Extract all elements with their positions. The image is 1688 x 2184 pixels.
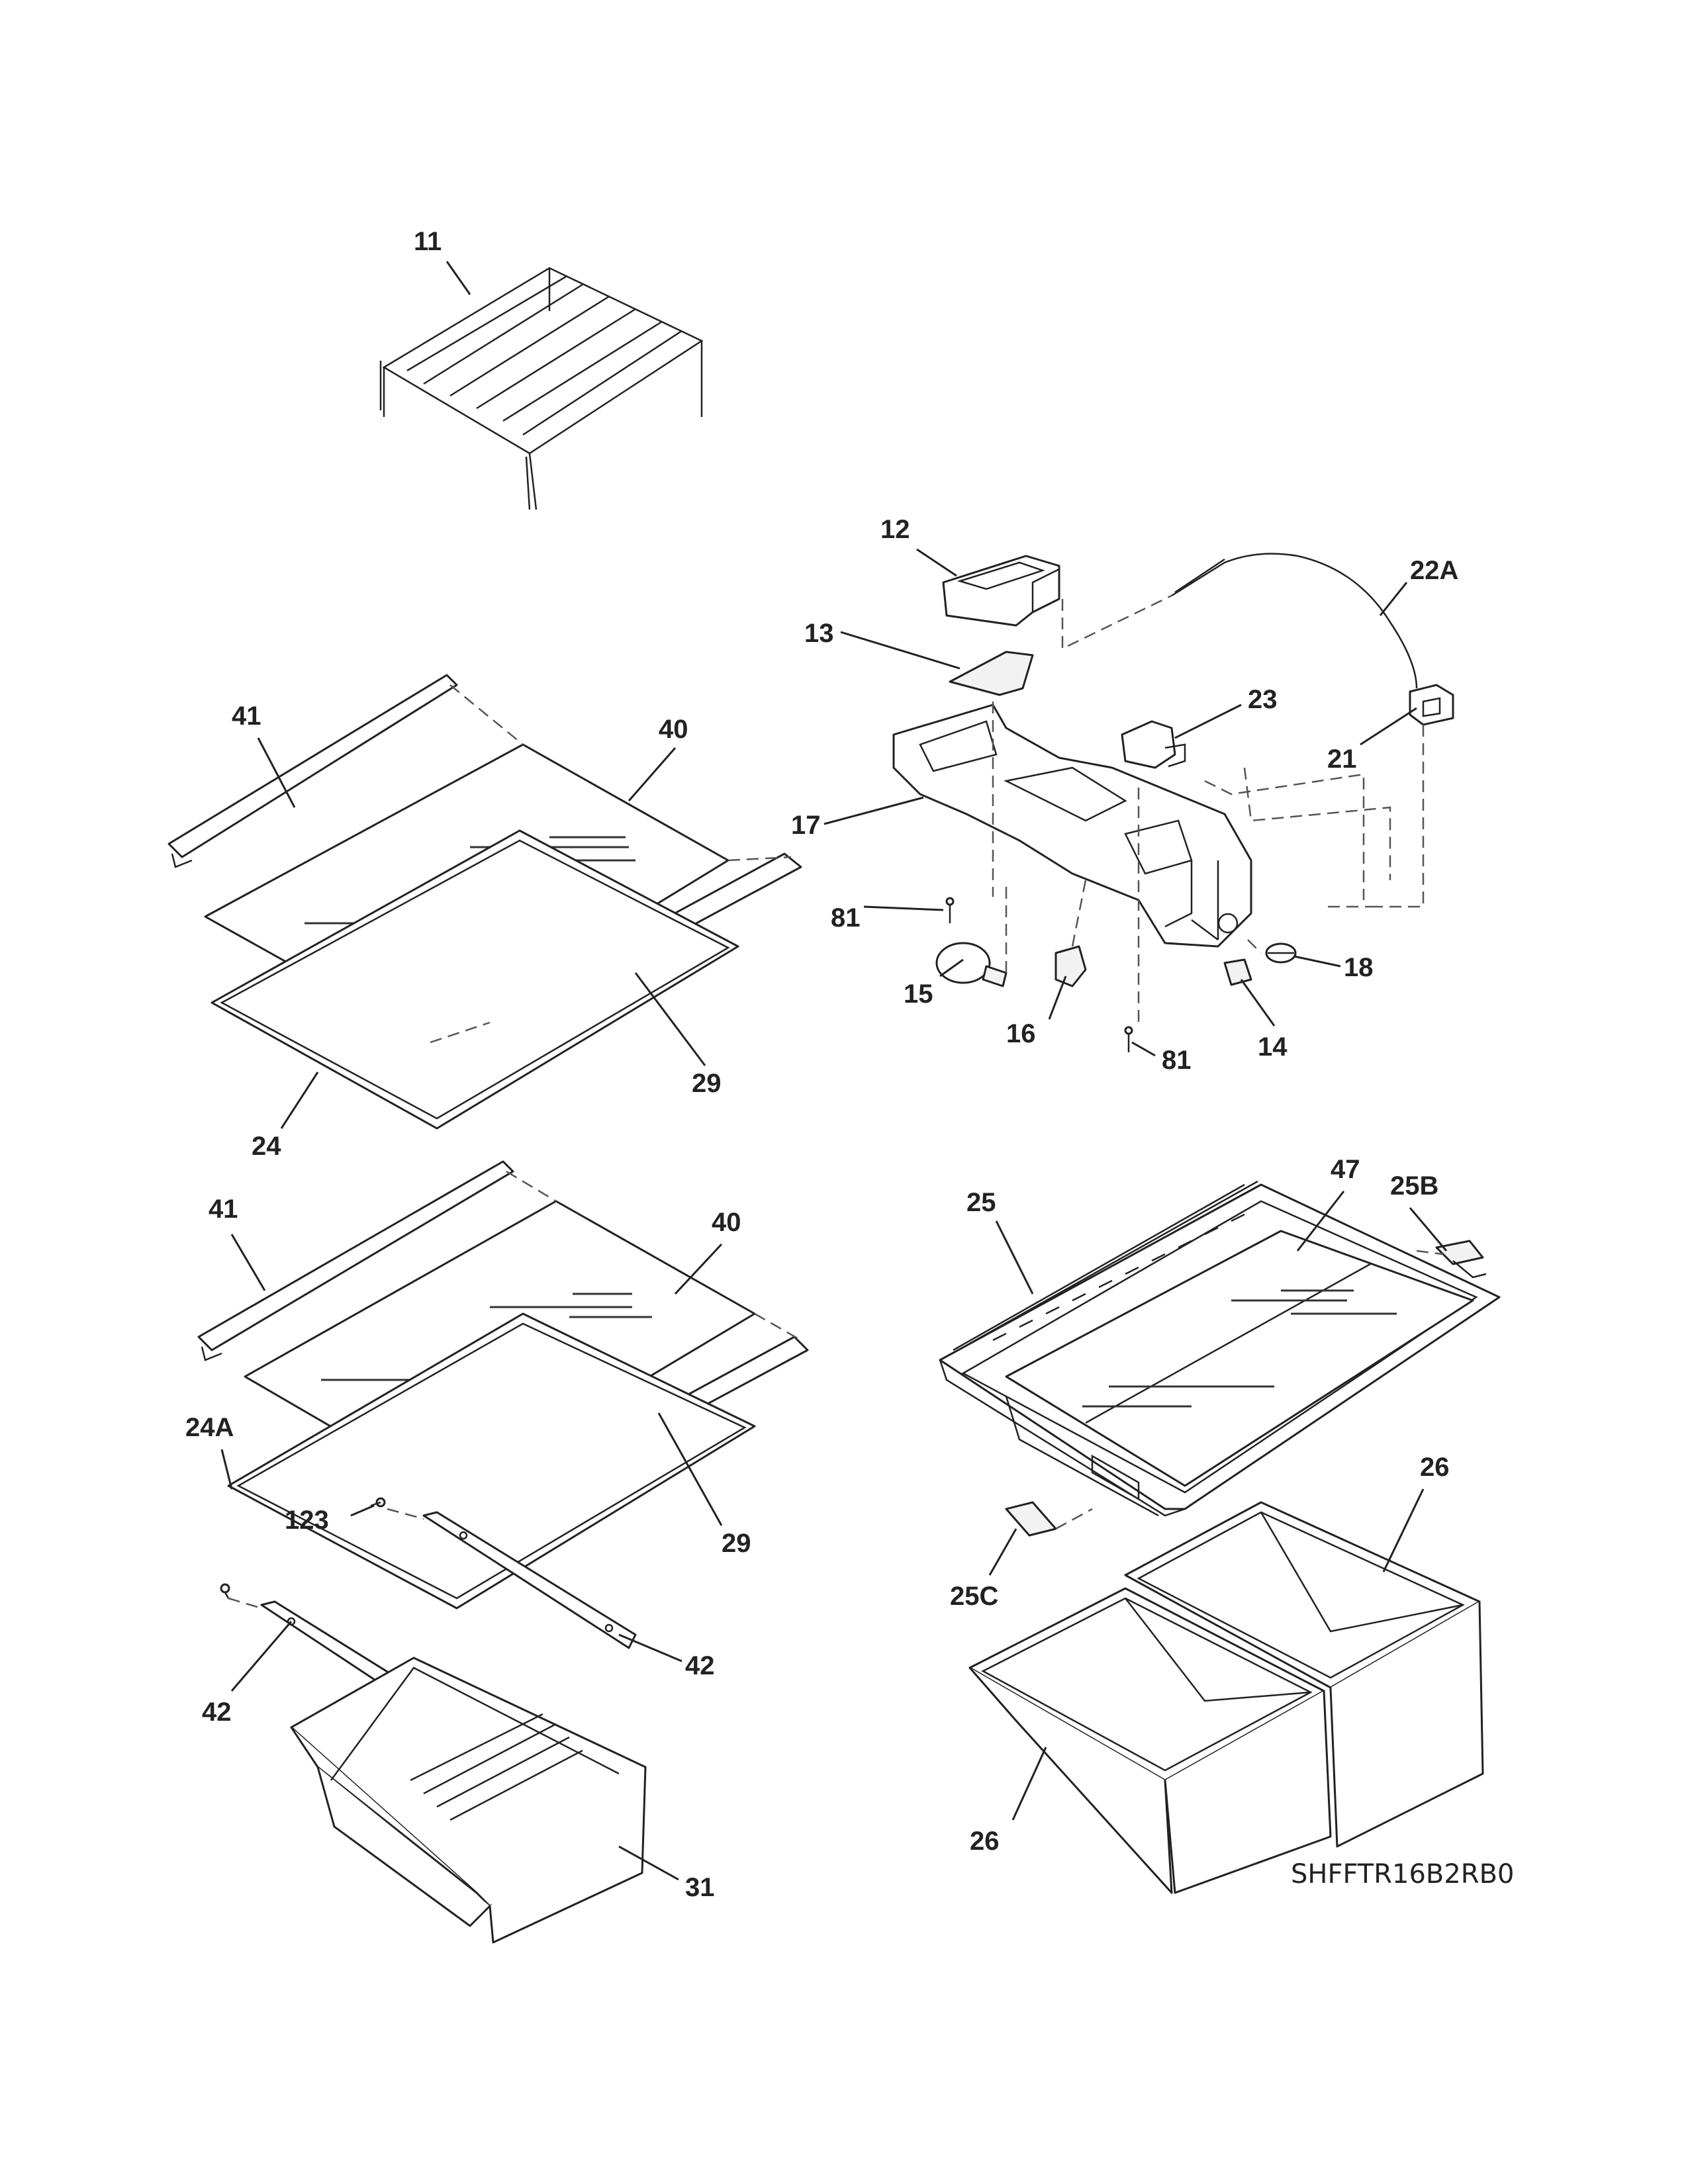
callout-41-upper: 41 [232,702,261,731]
callout-47: 47 [1331,1155,1360,1184]
assembly-guides-control [992,594,1425,1026]
callout-40-lower: 40 [712,1208,741,1237]
callout-25b: 25B [1390,1171,1438,1201]
part-screw-123-a [370,1497,386,1508]
assembly-guides-shelf-lower [228,1170,802,1610]
part-light-bulb [935,942,1008,987]
part-crisper-drawer-right-rear [1124,1501,1484,1848]
part-thermostat [1121,720,1186,769]
callout-123: 123 [285,1506,329,1535]
callout-29-lower: 29 [722,1529,751,1558]
callout-22a: 22A [1410,556,1458,585]
callout-11: 11 [414,227,442,256]
part-shelf-trim-front-lower [197,1160,514,1361]
part-cover-support-left [1005,1501,1057,1537]
part-control-housing [892,704,1252,948]
leader-lines [220,261,1448,1881]
callout-25: 25 [966,1188,996,1217]
callout-14: 14 [1258,1032,1288,1062]
callout-81-upper: 81 [831,903,861,933]
callout-13: 13 [804,619,834,648]
callout-17: 17 [791,811,821,840]
callout-26-rear: 26 [1420,1453,1450,1482]
part-shelf-frame-upper [211,829,739,1130]
callout-21: 21 [1327,745,1357,774]
part-cover-support-right [1435,1240,1487,1279]
diagram-id: SHFFTR16B2RB0 [1291,1859,1514,1889]
part-wire-harness [1171,553,1418,689]
callout-26-front: 26 [970,1827,1000,1856]
part-drawer-slide-right [422,1511,637,1649]
part-control-switch [1409,684,1454,726]
callout-15: 15 [904,979,933,1009]
part-lens [949,651,1034,696]
part-wire-rack [379,267,704,510]
assembly-guides-cover [1055,1250,1444,1530]
part-screw-upper [945,897,955,923]
callout-24a: 24A [185,1413,234,1442]
callout-81-lower: 81 [1162,1046,1192,1075]
callout-23: 23 [1248,685,1278,714]
callout-25c: 25C [950,1582,998,1611]
callout-24: 24 [252,1132,281,1161]
part-crisper-drawer-left [290,1657,647,1944]
part-screw-lower [1124,1026,1133,1052]
callout-18: 18 [1344,953,1374,982]
part-crisper-cover-glass [1005,1230,1474,1487]
part-crisper-drawer-right-front [968,1587,1332,1894]
callout-42-left: 42 [202,1698,232,1727]
part-shelf-trim-front-upper [167,674,458,868]
part-light-socket [1055,945,1087,987]
part-shelf-frame-lower [227,1312,756,1610]
callout-42-right: 42 [685,1651,715,1680]
part-light-switch [1223,958,1252,986]
part-screw-123-b [220,1583,230,1599]
callout-12: 12 [880,515,910,544]
callout-41-lower: 41 [209,1195,238,1224]
callout-40-upper: 40 [659,715,688,744]
part-control-knob [1265,942,1297,964]
callout-29-upper: 29 [692,1069,722,1098]
callout-16: 16 [1006,1019,1036,1048]
callout-31: 31 [685,1873,715,1902]
part-light-shield [942,555,1060,627]
callouts: 11 12 22A 13 23 21 17 81 18 15 16 81 14 … [185,227,1458,1902]
assembly-guides-shelf-upper [430,684,792,1044]
